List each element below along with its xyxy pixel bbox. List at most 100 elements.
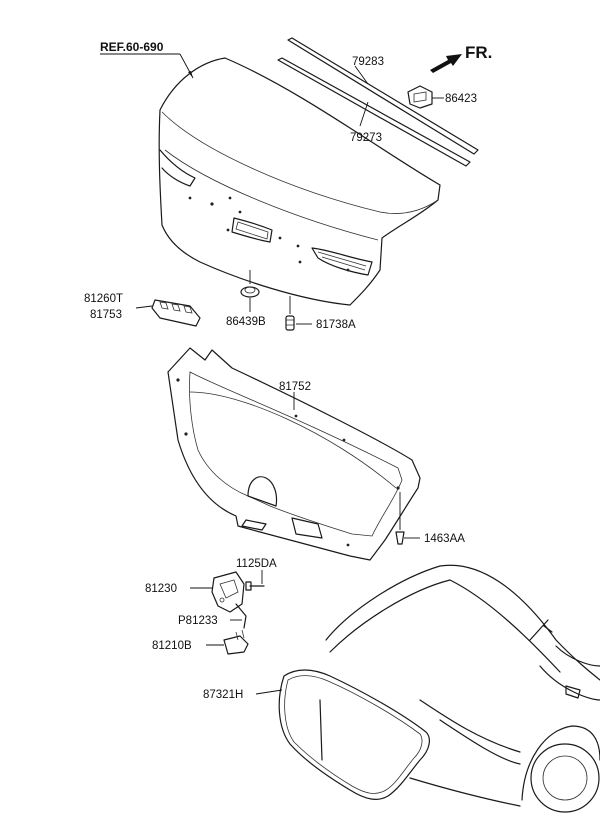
trim-panel-inner bbox=[189, 371, 403, 537]
lid-hole bbox=[298, 260, 302, 264]
clip-1463aa: 1463AA bbox=[395, 492, 465, 545]
car-trunk-edge-left bbox=[319, 699, 323, 761]
callout-86439b: 86439B bbox=[226, 316, 266, 328]
latch-81230-detail bbox=[219, 579, 239, 599]
callout-79273: 79273 bbox=[350, 132, 382, 144]
trunk-trim-panel: 81752 bbox=[167, 347, 421, 561]
car-shoulder bbox=[539, 665, 600, 701]
grommet-86439b: 86439B bbox=[226, 270, 266, 328]
trim-tab bbox=[241, 519, 267, 531]
bracket-86423-body bbox=[407, 85, 433, 109]
latch-81230: 81230 bbox=[145, 571, 245, 613]
lid-hole bbox=[188, 196, 192, 200]
callout-86423: 86423 bbox=[445, 93, 477, 105]
lid-hole bbox=[210, 202, 214, 206]
callout-1125da: 1125DA bbox=[236, 558, 277, 570]
rail-79273 bbox=[277, 57, 471, 167]
car-bumper-line bbox=[409, 777, 521, 807]
rail-79283 bbox=[287, 37, 479, 155]
lid-hole bbox=[228, 196, 232, 200]
bracket-86423-detail bbox=[413, 91, 427, 103]
car-tire bbox=[530, 743, 600, 813]
trim-panel-outline bbox=[167, 347, 421, 561]
stopper-81738a: 81738A bbox=[285, 296, 356, 331]
license-recess-inner bbox=[235, 221, 269, 240]
leader-79273 bbox=[359, 101, 369, 127]
car-antenna bbox=[529, 619, 553, 641]
callout-87321h: 87321H bbox=[203, 689, 243, 701]
car-lamp-line bbox=[419, 699, 521, 753]
ref-callout: REF.60-690 bbox=[100, 40, 194, 79]
leader-87321h bbox=[255, 689, 283, 695]
right-lamp-notch bbox=[311, 247, 373, 276]
striker-81210b: 81210B bbox=[152, 629, 249, 655]
spoiler-rails: 79283 79273 bbox=[277, 37, 479, 167]
leader-81260t bbox=[135, 305, 153, 309]
trim-hole bbox=[342, 438, 346, 442]
car-rear-window bbox=[329, 579, 561, 673]
weatherstrip-87321h: 87321H bbox=[203, 669, 430, 800]
trim-hole bbox=[396, 486, 400, 490]
trim-hole bbox=[294, 414, 298, 418]
car-rear-body bbox=[319, 564, 600, 813]
callout-81260t: 81260T bbox=[84, 293, 123, 305]
striker-81210b-body bbox=[223, 635, 249, 655]
bolt-1125da-head bbox=[245, 581, 252, 591]
leader-79283 bbox=[354, 65, 369, 85]
license-recess bbox=[231, 217, 273, 243]
lid-hole bbox=[296, 244, 300, 248]
lid-mid-crease bbox=[164, 149, 379, 241]
trim-panel-crease bbox=[189, 391, 397, 489]
striker-81210b-loop bbox=[235, 629, 245, 641]
lid-hole bbox=[278, 236, 282, 240]
bolt-1125da: 1125DA bbox=[236, 558, 277, 591]
trim-hole bbox=[184, 432, 188, 436]
callout-1463aa: 1463AA bbox=[424, 533, 465, 545]
callout-81230: 81230 bbox=[145, 583, 177, 595]
front-arrow-icon bbox=[430, 54, 462, 73]
cable-p81233: P81233 bbox=[178, 603, 247, 629]
grommet-86439b-body bbox=[240, 286, 260, 298]
lid-hole bbox=[238, 210, 242, 214]
callout-p81233: P81233 bbox=[178, 615, 218, 627]
front-direction-indicator: FR. bbox=[430, 43, 492, 73]
car-roof-line bbox=[325, 564, 600, 681]
car-lamp-lower bbox=[439, 719, 521, 765]
car-c-pillar bbox=[555, 645, 600, 667]
latch-81230-body bbox=[211, 571, 245, 613]
ref-label: REF.60-690 bbox=[100, 40, 164, 54]
clip-1463aa-body bbox=[395, 531, 405, 545]
stopper-81738a-body bbox=[285, 315, 295, 331]
left-lamp-notch bbox=[159, 149, 196, 187]
lid-hole bbox=[226, 228, 230, 232]
ref-arrowhead bbox=[188, 71, 193, 78]
lamp-81260t-body bbox=[151, 299, 201, 327]
lid-top-crease bbox=[161, 111, 439, 214]
trunk-lid-outline bbox=[158, 57, 441, 306]
callout-81753: 81753 bbox=[90, 309, 122, 321]
grommet-86439b-inner bbox=[244, 286, 256, 294]
front-label: FR. bbox=[465, 43, 492, 62]
right-lamp-lines bbox=[317, 251, 367, 271]
weatherstrip-87321h-outer bbox=[278, 669, 430, 800]
weatherstrip-87321h-inner bbox=[284, 675, 423, 794]
trim-lower-cutout bbox=[291, 517, 323, 539]
trunk-lid bbox=[158, 57, 441, 306]
callout-81738a: 81738A bbox=[316, 319, 356, 331]
trim-latch-cutout bbox=[247, 476, 278, 507]
callout-81210b: 81210B bbox=[152, 640, 192, 652]
lid-hole bbox=[346, 268, 350, 272]
callout-79283: 79283 bbox=[352, 56, 384, 68]
trim-hole bbox=[176, 378, 180, 382]
trim-hole bbox=[346, 543, 350, 547]
callout-81752: 81752 bbox=[279, 381, 311, 393]
bracket-86423: 86423 bbox=[407, 85, 477, 109]
lamp-81260t-cells bbox=[159, 301, 193, 314]
latch-81230-bolt bbox=[219, 597, 225, 603]
car-side-detail bbox=[565, 685, 581, 699]
car-wheel-arch bbox=[521, 725, 600, 801]
car-rim bbox=[542, 755, 588, 801]
cable-p81233-line bbox=[235, 603, 247, 629]
